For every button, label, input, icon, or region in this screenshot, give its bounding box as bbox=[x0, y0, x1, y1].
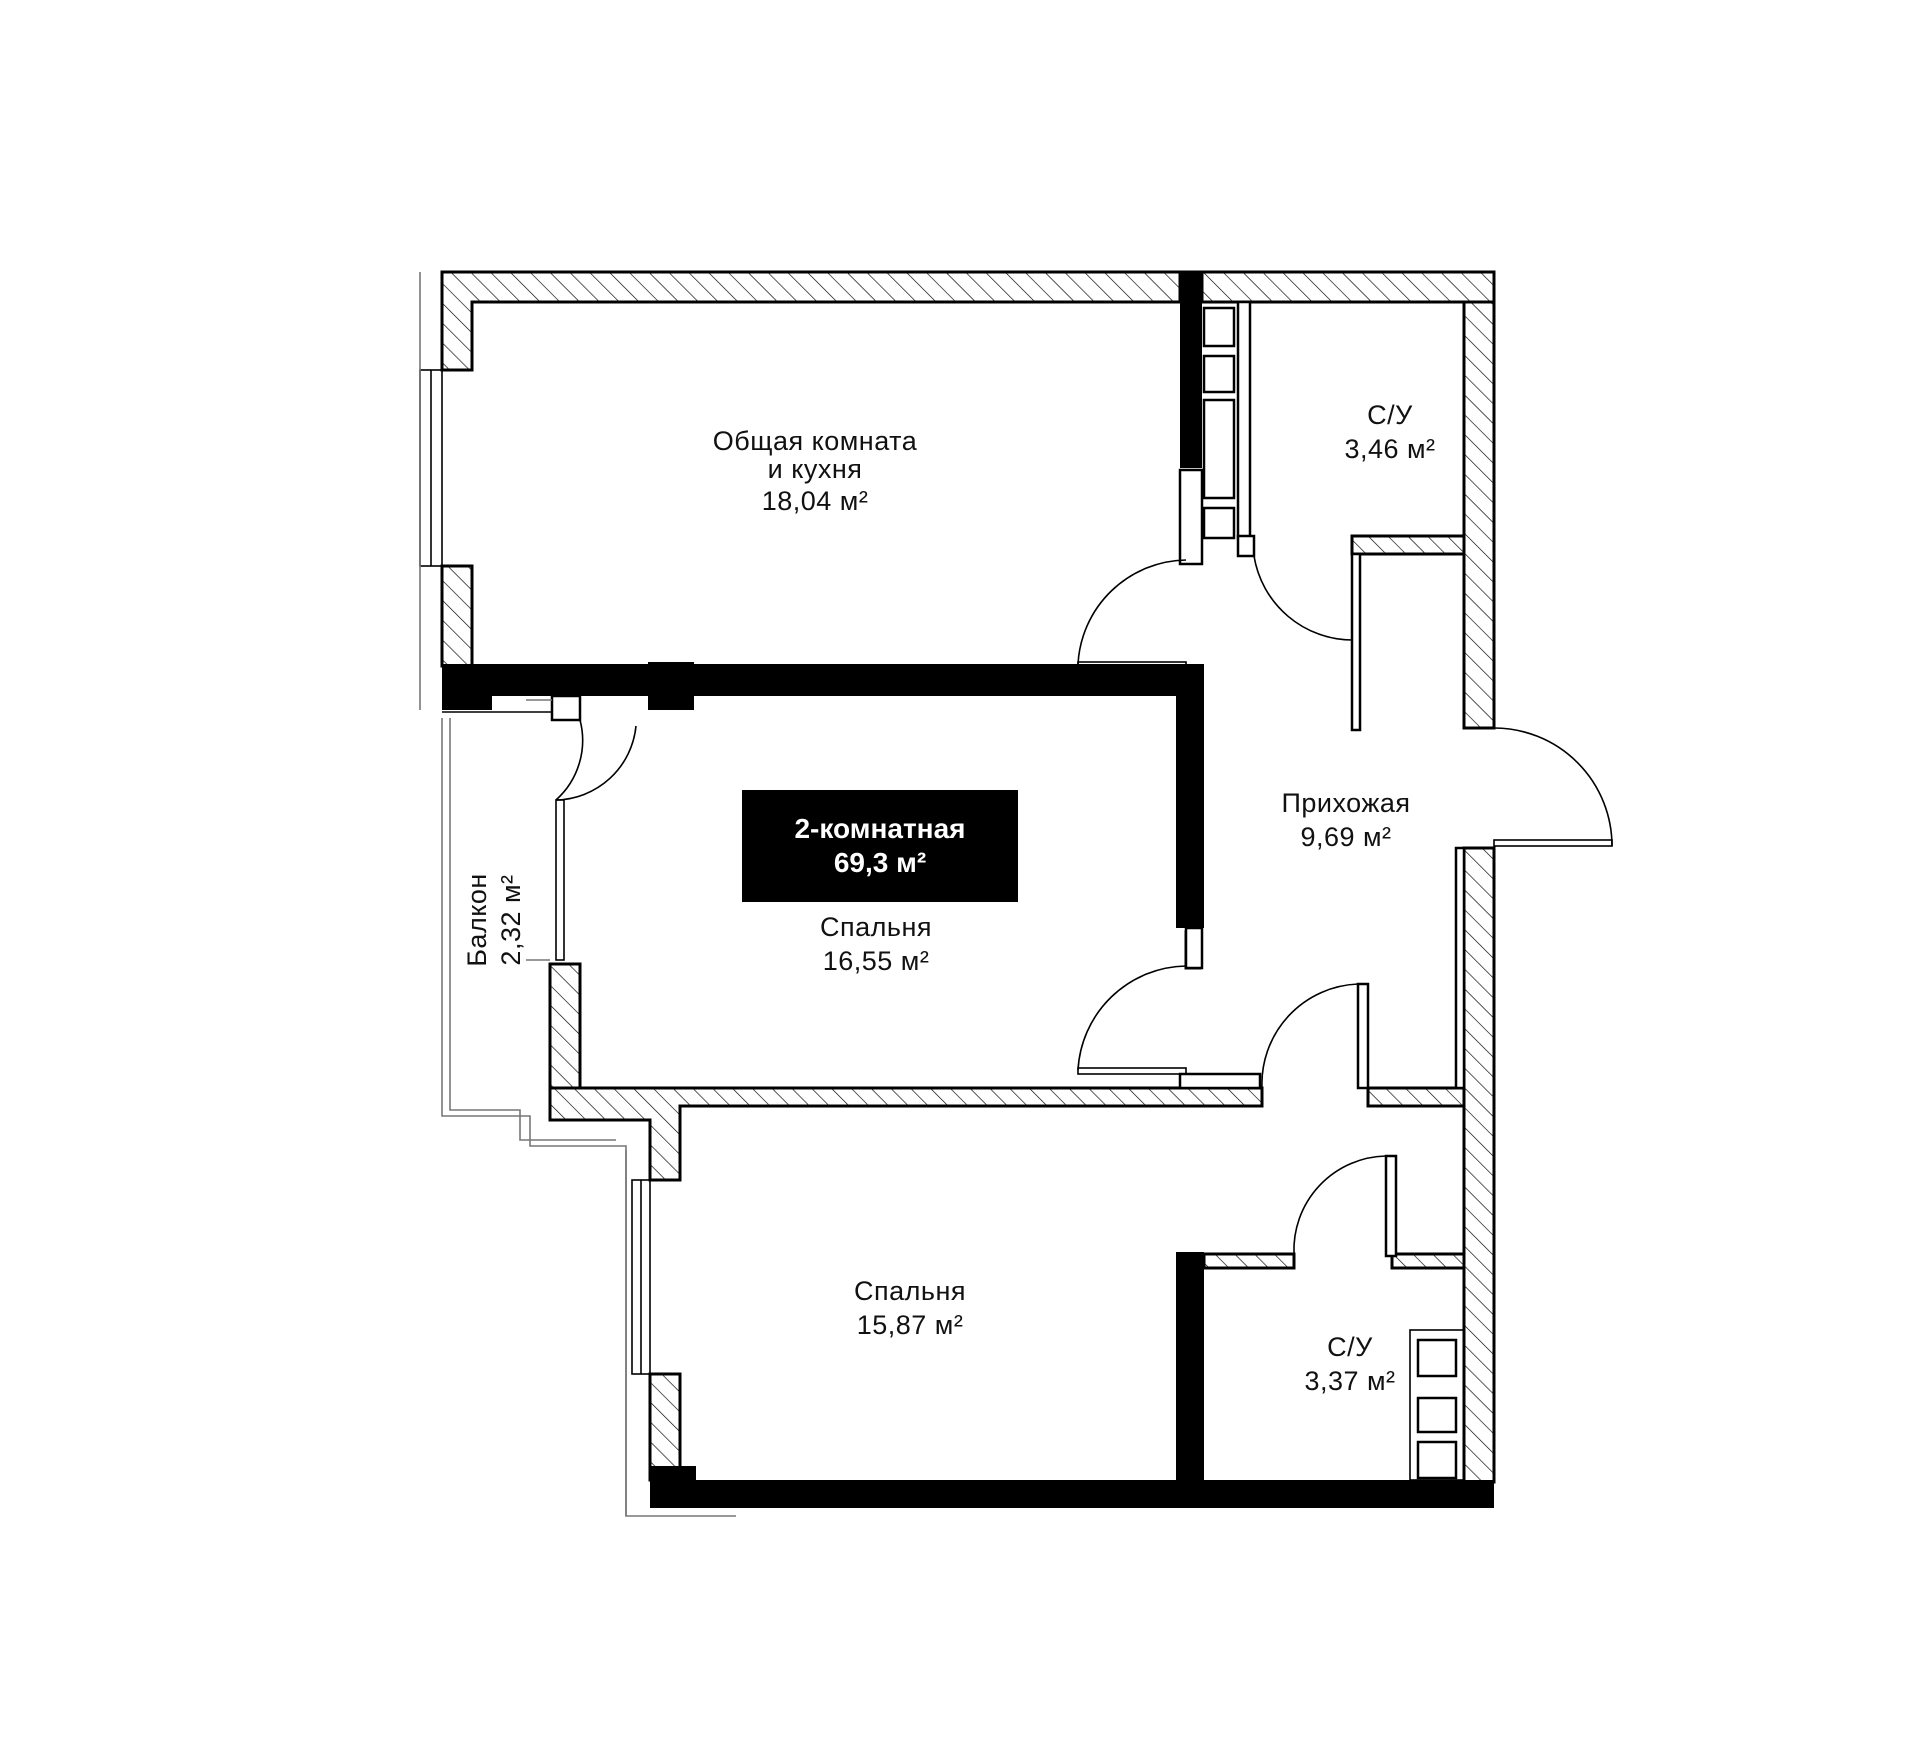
wall-left-bedroom1 bbox=[548, 962, 582, 1090]
shaft-6 bbox=[1416, 1396, 1458, 1434]
wall-left-bedroom2 bbox=[648, 1372, 682, 1482]
shaft-3 bbox=[1202, 398, 1236, 500]
wall-right-lower bbox=[1462, 846, 1496, 1484]
wall-solid-8 bbox=[650, 1466, 696, 1508]
living-name-1: Общая комната bbox=[713, 426, 918, 456]
wall-solid-2 bbox=[442, 664, 1204, 696]
badge-area: 69,3 м² bbox=[834, 847, 926, 878]
partition-wc-bottom bbox=[1384, 1154, 1398, 1258]
solid-walls bbox=[442, 272, 1494, 1508]
wall-solid-1 bbox=[1180, 272, 1202, 468]
partition-wc-top bbox=[1178, 468, 1204, 566]
hall-area: 9,69 м² bbox=[1300, 822, 1391, 852]
wc-bottom-area: 3,37 м² bbox=[1304, 1366, 1395, 1396]
bedroom1-area: 16,55 м² bbox=[823, 946, 930, 976]
shaft-5 bbox=[1416, 1338, 1458, 1378]
badge-type: 2-комнатная bbox=[794, 813, 965, 844]
door-living bbox=[1077, 559, 1187, 665]
shaft-frame bbox=[1409, 1329, 1465, 1481]
shaft-7 bbox=[1416, 1440, 1458, 1480]
living-name-2: и кухня bbox=[768, 454, 863, 484]
wall-wc-bottom-top bbox=[1202, 1252, 1296, 1270]
wall-wc-bottom-right bbox=[1390, 1252, 1466, 1270]
partition-bed1-right bbox=[1184, 926, 1204, 970]
wall-hall-lower bbox=[1366, 1086, 1466, 1108]
wall-top bbox=[440, 270, 1496, 372]
bedroom1-name: Спальня bbox=[820, 912, 932, 942]
wc-top-name: С/У bbox=[1367, 400, 1413, 430]
shaft-2 bbox=[1202, 354, 1236, 394]
wall-solid-4 bbox=[648, 662, 694, 710]
wall-left-living bbox=[440, 564, 474, 668]
bedroom2-area: 15,87 м² bbox=[857, 1310, 964, 1340]
wall-solid-6 bbox=[1176, 1252, 1204, 1482]
balcony-door-post bbox=[550, 694, 582, 722]
partition-hall-right bbox=[1454, 846, 1466, 1090]
wall-step bbox=[548, 1086, 1264, 1182]
windows bbox=[419, 272, 651, 1516]
partitions bbox=[1178, 300, 1466, 1258]
shaft-1 bbox=[1202, 306, 1236, 348]
door-wc-top bbox=[1253, 555, 1353, 641]
wc-top-area: 3,46 м² bbox=[1344, 434, 1435, 464]
partition-wc-top-inner bbox=[1236, 300, 1252, 540]
door-wc-bottom bbox=[1293, 1155, 1387, 1255]
shafts bbox=[1202, 306, 1465, 1481]
room-labels: Общая комната и кухня 18,04 м² С/У 3,46 … bbox=[462, 400, 1435, 1396]
wall-solid-7 bbox=[650, 1480, 1494, 1508]
window-bedroom1 bbox=[555, 799, 565, 961]
outer-walls bbox=[440, 270, 1496, 1484]
door-entrance bbox=[1493, 727, 1613, 847]
balcony-area: 2,32 м² bbox=[496, 874, 526, 965]
wc-bottom-name: С/У bbox=[1327, 1332, 1373, 1362]
wall-solid-3 bbox=[442, 664, 492, 710]
hall-name: Прихожая bbox=[1281, 788, 1410, 818]
partition-hall-left bbox=[1350, 552, 1362, 732]
bedroom2-name: Спальня bbox=[854, 1276, 966, 1306]
balcony-name: Балкон bbox=[462, 873, 492, 967]
door-bedroom2 bbox=[1261, 983, 1359, 1089]
partition-hall-stub bbox=[1356, 982, 1370, 1090]
wall-wc-top bbox=[1350, 534, 1466, 556]
door-bedroom1 bbox=[1077, 965, 1187, 1071]
wall-solid-5 bbox=[1176, 664, 1204, 928]
living-area: 18,04 м² bbox=[762, 486, 869, 516]
door-balcony bbox=[555, 719, 584, 801]
wall-right-upper bbox=[1462, 300, 1496, 730]
partition-bed1-bottom bbox=[1178, 1072, 1262, 1090]
shaft-4 bbox=[1202, 506, 1236, 540]
apartment-badge: 2-комнатная 69,3 м² bbox=[742, 790, 1018, 902]
badge-background bbox=[742, 790, 1018, 902]
balcony-outline bbox=[441, 694, 736, 1517]
partition-wc-top-stub bbox=[1236, 534, 1256, 558]
doors bbox=[555, 555, 1613, 1255]
